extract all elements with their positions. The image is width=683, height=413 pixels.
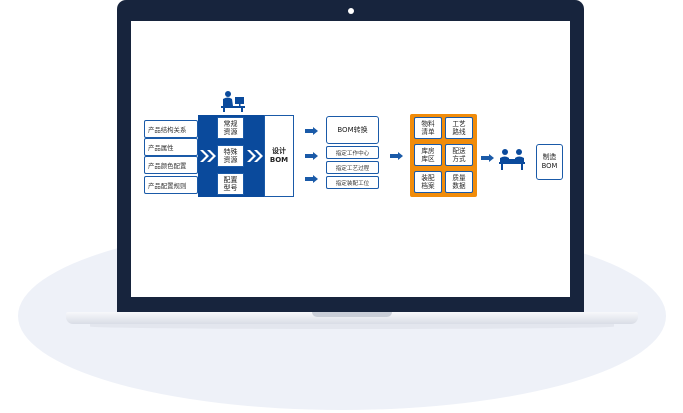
resource-config-model: 配置 型号 — [217, 173, 244, 195]
bom-item-process: 指定工艺过程 — [326, 161, 379, 174]
resource-regular: 常规 资源 — [217, 117, 244, 139]
input-product-attributes: 产品属性 — [144, 138, 198, 156]
grid-assembly-archive: 装配 档案 — [414, 171, 442, 193]
arrow-right-icon — [305, 175, 318, 183]
grid-delivery-method: 配送 方式 — [445, 144, 473, 166]
designer-workstation-icon — [221, 91, 245, 112]
assembly-workers-icon — [499, 149, 525, 170]
input-product-color-config: 产品颜色配置 — [144, 156, 198, 174]
double-chevron-icon — [200, 150, 216, 162]
input-product-structure: 产品结构关系 — [144, 120, 198, 138]
grid-warehouse-area: 库房 库区 — [414, 144, 442, 166]
design-bom-box: 设计 BOM — [264, 115, 294, 197]
arrow-right-icon — [390, 152, 403, 160]
laptop-notch — [312, 312, 392, 317]
grid-process-route: 工艺 路线 — [445, 117, 473, 139]
arrow-right-icon — [481, 154, 494, 162]
grid-quality-data: 质量 数据 — [445, 171, 473, 193]
laptop-base — [66, 312, 638, 324]
double-chevron-icon — [247, 150, 263, 162]
arrow-right-icon — [305, 152, 318, 160]
bom-item-work-center: 指定工作中心 — [326, 146, 379, 159]
manufacturing-bom-box: 制造 BOM — [536, 144, 563, 180]
camera-icon — [348, 8, 354, 14]
arrow-right-icon — [305, 127, 318, 135]
bom-transform-title: BOM转换 — [326, 116, 379, 144]
bom-item-assembly-station: 指定装配工位 — [326, 176, 379, 189]
laptop-base-shadow — [90, 324, 614, 329]
grid-bill-of-materials: 物料 清单 — [414, 117, 442, 139]
input-product-config-rules: 产品配置规则 — [144, 176, 198, 194]
resource-special: 特殊 资源 — [217, 145, 244, 167]
